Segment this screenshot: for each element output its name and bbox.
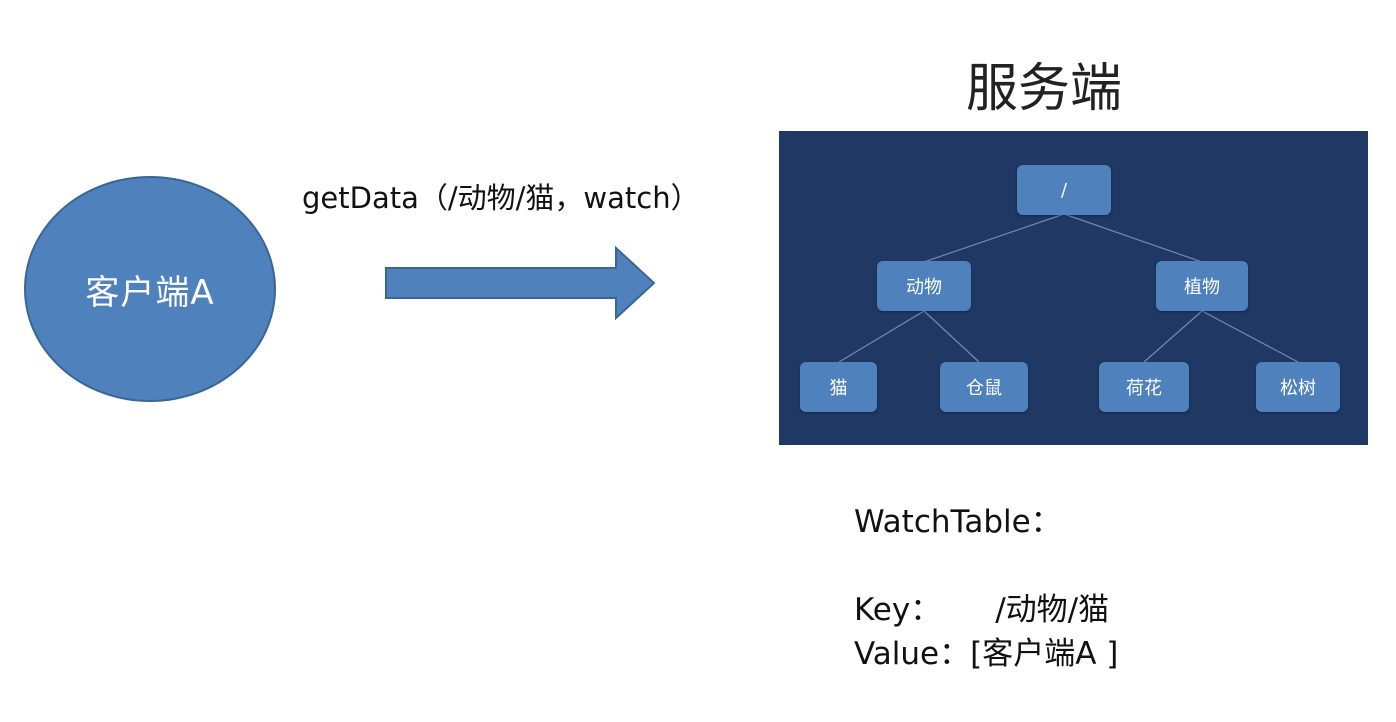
client-node: 客户端A: [24, 176, 276, 402]
watch-table-value-label: Value：: [854, 636, 971, 672]
server-title: 服务端: [966, 59, 1123, 119]
tree-node-animal: 动物: [877, 261, 971, 311]
tree-node-plant: 植物: [1156, 261, 1248, 311]
tree-node-label: /: [1060, 179, 1068, 201]
watch-table-key-value: /动物/猫: [995, 592, 1110, 628]
tree-node-root: /: [1017, 165, 1111, 215]
tree-node-pine: 松树: [1256, 362, 1340, 412]
tree-node-hamster: 仓鼠: [940, 362, 1028, 412]
server-tree-panel: / 动物 植物 猫 仓鼠 荷花 松树: [779, 131, 1368, 445]
tree-node-label: 仓鼠: [966, 378, 1002, 399]
tree-node-cat: 猫: [800, 362, 877, 412]
watch-table-key-row: Key： /动物/猫: [854, 588, 1118, 632]
watch-table-key-label: Key：: [854, 592, 942, 628]
tree-node-label: 猫: [829, 378, 848, 399]
tree-node-lotus: 荷花: [1099, 362, 1189, 412]
tree-node-label: 松树: [1280, 378, 1316, 399]
tree-node-label: 植物: [1184, 277, 1220, 298]
tree-node-label: 动物: [906, 277, 942, 298]
request-label: getData（/动物/猫，watch）: [302, 181, 700, 215]
watch-table-value-row: Value：[客户端A ]: [854, 632, 1118, 676]
watch-table: WatchTable： Key： /动物/猫 Value：[客户端A ]: [854, 500, 1118, 676]
request-arrow: [385, 246, 656, 320]
watch-table-title: WatchTable：: [854, 504, 1062, 540]
watch-table-value-value: [客户端A ]: [970, 636, 1119, 672]
tree-edges: [838, 213, 1299, 363]
client-label: 客户端A: [85, 272, 215, 313]
tree-node-label: 荷花: [1126, 378, 1162, 399]
